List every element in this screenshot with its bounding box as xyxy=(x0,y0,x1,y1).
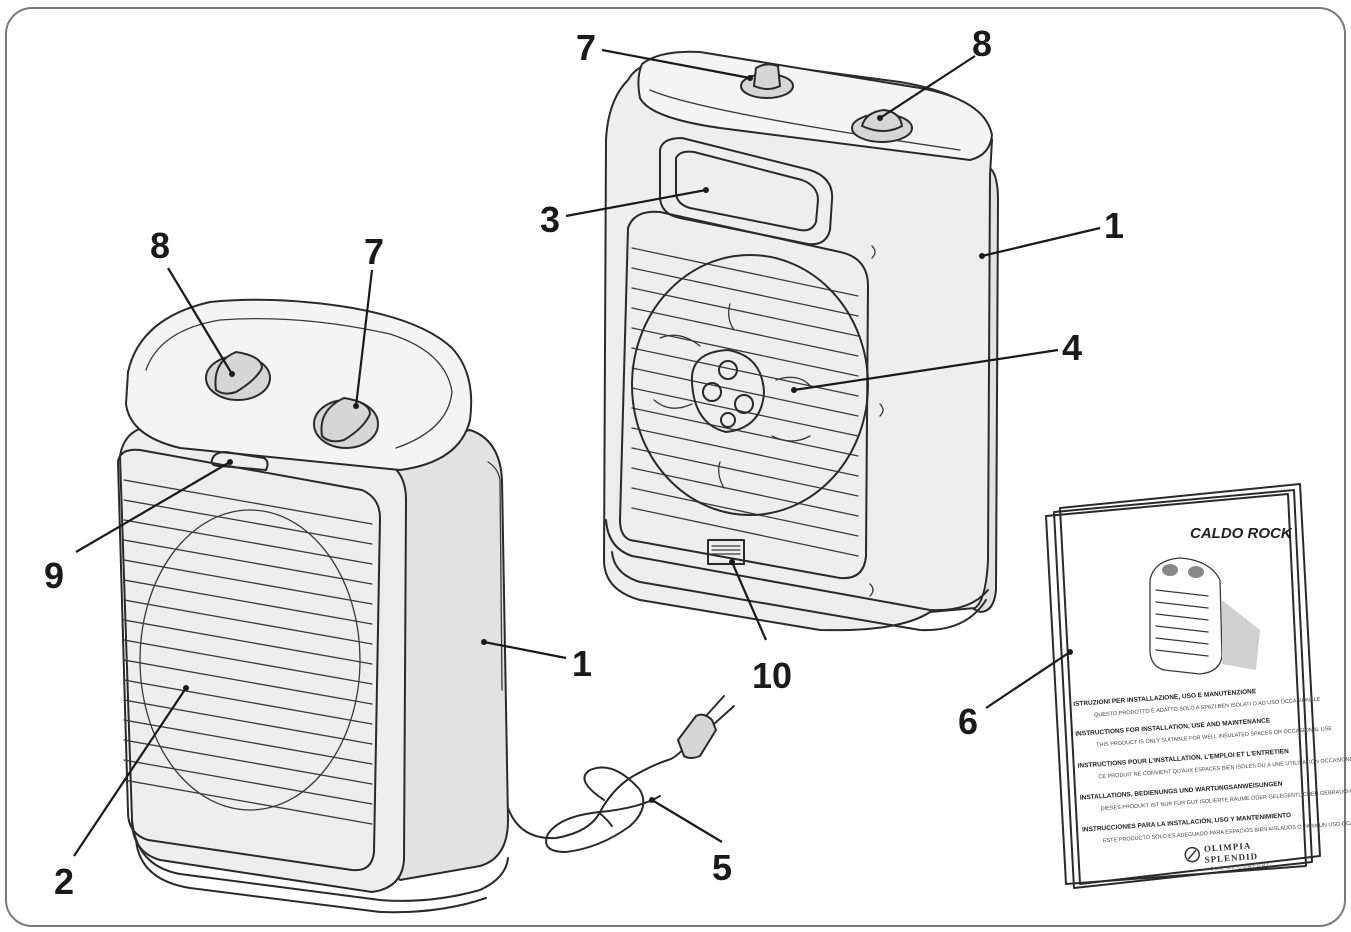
callout-cord: 5 xyxy=(712,847,732,888)
callout-front-body: 1 xyxy=(572,643,592,684)
brand-name-splendid: SPLENDID xyxy=(1204,851,1258,865)
callout-rear-knob-8: 8 xyxy=(972,23,992,64)
callout-front-knob-8: 8 xyxy=(150,225,170,266)
power-cord xyxy=(507,695,735,853)
callout-rear-body: 1 xyxy=(1104,205,1124,246)
brand-name-olimpia: OLIMPIA xyxy=(1204,841,1252,854)
front-knob-7 xyxy=(313,396,379,449)
rear-grille-slats xyxy=(631,247,859,557)
leader-lines xyxy=(73,48,1101,857)
callout-front-grille: 2 xyxy=(54,861,74,902)
rear-knob-7 xyxy=(740,63,794,99)
callout-rear-knob-7: 7 xyxy=(576,27,596,68)
callout-rear-handle: 3 xyxy=(540,199,560,240)
front-grille-slats xyxy=(123,479,373,825)
rear-fan-hub xyxy=(690,349,765,433)
callout-front-indicator: 9 xyxy=(44,555,64,596)
callout-numbers: 7 8 3 1 4 10 8 7 9 1 2 5 6 xyxy=(44,23,1124,902)
brand-logo: OLIMPIA SPLENDID HOME OF COMFORT xyxy=(1184,841,1270,873)
front-heater xyxy=(117,298,509,914)
rear-switch xyxy=(707,539,745,565)
instruction-manual: CALDO ROCK ISTRUZIONI PER INSTALLAZIONE,… xyxy=(1045,483,1351,889)
brand-tagline: HOME OF COMFORT xyxy=(1205,862,1270,873)
rear-heater xyxy=(603,50,999,632)
callout-manual: 6 xyxy=(958,701,978,742)
front-indicator-light xyxy=(210,451,269,471)
callout-front-knob-7: 7 xyxy=(364,231,384,272)
manual-product-thumbnail xyxy=(1149,557,1260,675)
callout-rear-switch: 10 xyxy=(752,655,792,696)
manual-title: CALDO ROCK xyxy=(1190,525,1293,542)
callout-rear-grille: 4 xyxy=(1062,327,1082,368)
rear-knob-8 xyxy=(851,108,913,143)
